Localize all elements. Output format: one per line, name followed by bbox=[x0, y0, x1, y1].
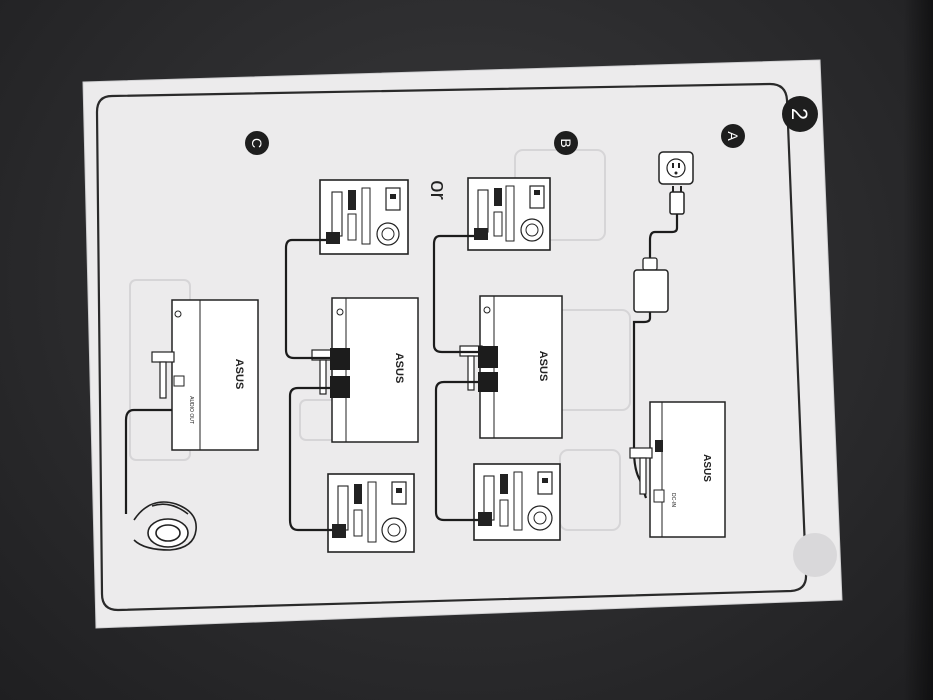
section-c-badge: C bbox=[245, 131, 269, 155]
monitor-a-brand: ASUS bbox=[701, 454, 712, 482]
audio-out-label: AUDIO OUT bbox=[188, 396, 194, 424]
section-a-label: A bbox=[725, 131, 741, 141]
monitor-c: ASUS bbox=[311, 297, 419, 443]
section-c-label: C bbox=[249, 138, 265, 148]
table-edge-shadow bbox=[903, 0, 933, 700]
or-text: or bbox=[426, 180, 451, 200]
monitor-c-brand: ASUS bbox=[393, 353, 405, 384]
monitor-a: ASUS DC-IN bbox=[629, 401, 726, 538]
monitor-audio: ASUS AUDIO OUT bbox=[151, 299, 259, 451]
monitor-audio-brand: ASUS bbox=[233, 359, 245, 390]
power-adapter-cable bbox=[632, 214, 679, 499]
sheet-border bbox=[95, 82, 808, 612]
monitor-b-brand: ASUS bbox=[537, 351, 549, 382]
section-b-label: B bbox=[558, 138, 574, 147]
pc-c-top bbox=[319, 179, 409, 255]
wall-outlet-icon bbox=[658, 151, 694, 185]
section-a-badge: A bbox=[721, 124, 745, 148]
hdmi-cables-b bbox=[432, 234, 478, 522]
page-number-badge: 2 bbox=[782, 96, 818, 132]
pc-c-bottom bbox=[327, 473, 415, 553]
hdmi-cables-c bbox=[284, 238, 332, 532]
monitor-a-dc-in-label: DC-IN bbox=[670, 493, 676, 507]
power-adapter-brick bbox=[633, 257, 669, 313]
headphones-icon bbox=[133, 501, 197, 551]
section-b-badge: B bbox=[554, 131, 578, 155]
headphone-cable bbox=[124, 408, 172, 514]
pc-b-bottom bbox=[473, 463, 561, 541]
page-number-text: 2 bbox=[787, 108, 812, 120]
pc-b-top bbox=[467, 177, 551, 251]
monitor-b: ASUS bbox=[459, 295, 563, 439]
